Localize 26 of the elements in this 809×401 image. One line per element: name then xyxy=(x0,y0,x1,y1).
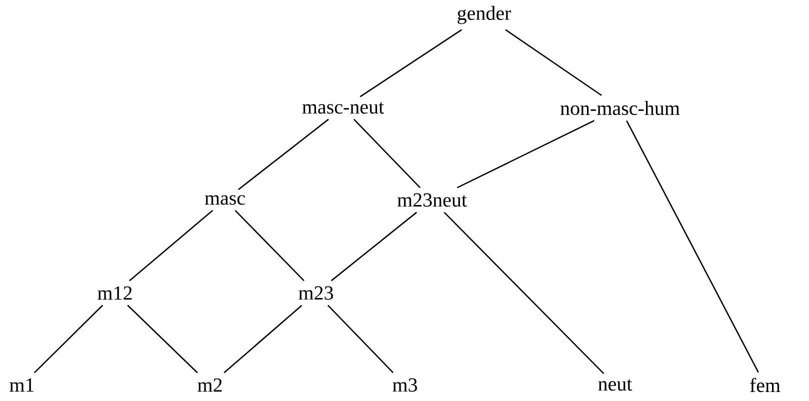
connector-line xyxy=(626,120,759,373)
node-label: m23neut xyxy=(397,193,467,207)
node-label: m23 xyxy=(298,286,333,300)
connector-line xyxy=(353,118,421,188)
node-label: gender xyxy=(458,6,512,24)
node-label: neut xyxy=(598,379,632,391)
connector-line xyxy=(456,120,594,188)
node-label: m3 xyxy=(392,378,417,392)
connector-line xyxy=(360,29,462,98)
node-label: m1 xyxy=(10,378,34,392)
connector-line xyxy=(238,118,329,190)
node-label: masc-neut xyxy=(302,102,384,114)
connector-line xyxy=(129,210,214,282)
connector-line xyxy=(234,210,304,282)
node-label: masc xyxy=(204,195,245,205)
connector-line xyxy=(327,304,394,374)
node-label: m12 xyxy=(98,286,132,300)
connector-line xyxy=(34,304,104,374)
node-label: fem xyxy=(750,378,780,392)
connector-line xyxy=(224,304,302,374)
node-label: m2 xyxy=(198,378,222,392)
connector-line xyxy=(505,29,602,96)
connector-line xyxy=(330,212,418,282)
connector-line xyxy=(127,304,198,374)
node-label: non-masc-hum xyxy=(560,100,680,116)
connector-line xyxy=(444,212,604,374)
